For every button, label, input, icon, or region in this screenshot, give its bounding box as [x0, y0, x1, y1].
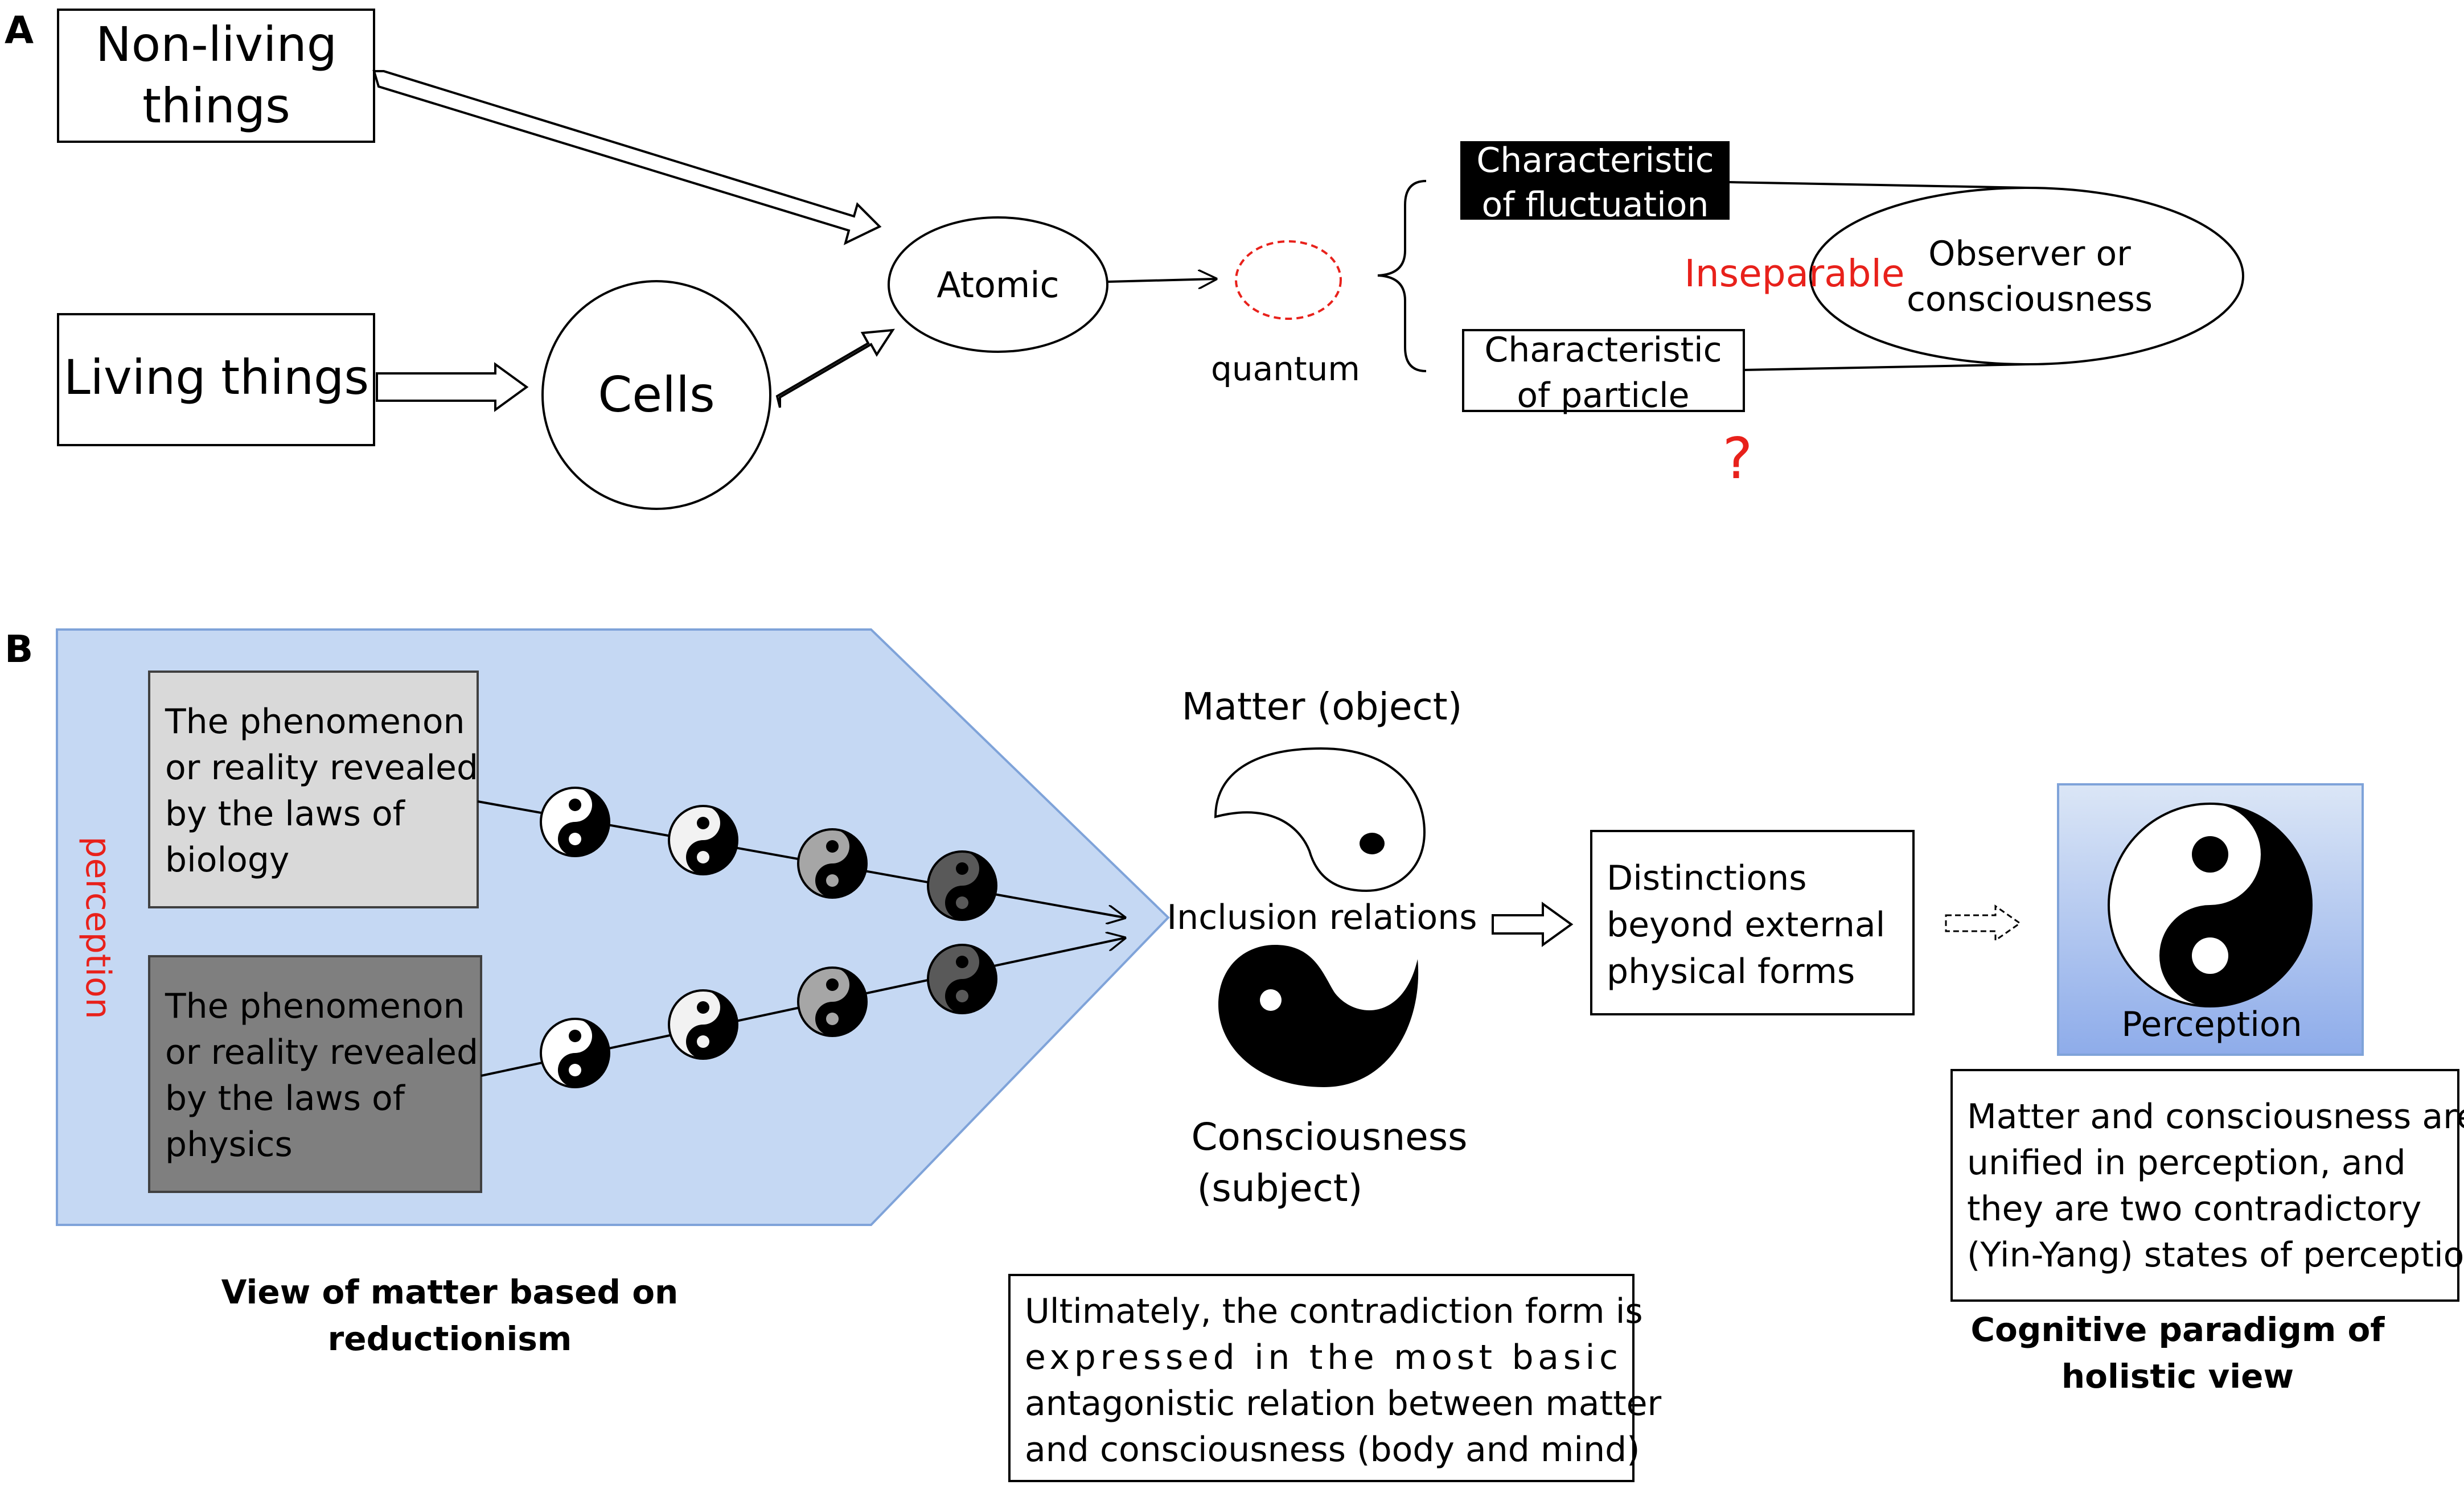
- observer-line1: Observer or: [1928, 234, 2131, 274]
- distinctions-line1: Distinctions: [1607, 858, 1807, 898]
- non-living-things-box: Non-living things: [57, 9, 375, 143]
- atomic-ellipse: Atomic: [888, 216, 1108, 353]
- living-things-box: Living things: [57, 313, 375, 446]
- living-to-cells-arrow: [376, 362, 529, 412]
- physics-line2: or reality revealed: [165, 1033, 478, 1072]
- non-living-to-atomic-arrow: [372, 70, 882, 245]
- unified-line3: they are two contradictory: [1967, 1189, 2421, 1229]
- non-living-line1: Non-living: [96, 17, 337, 72]
- particle-line2: of particle: [1517, 376, 1689, 416]
- perception-vertical-label: perception: [78, 836, 118, 1019]
- fluctuation-box: Characteristic of fluctuation: [1460, 141, 1730, 225]
- contradiction-line2: expressed in the most basic: [1025, 1338, 1618, 1377]
- chain-yinyang-icon: [927, 850, 997, 921]
- living-things-label: Living things: [64, 349, 369, 405]
- biology-line3: by the laws of: [165, 794, 406, 834]
- chain-yinyang-icon: [797, 828, 868, 899]
- fluctuation-line2: of fluctuation: [1482, 185, 1709, 225]
- yin-yang-symbols: [540, 787, 997, 1088]
- observer-ellipse: Observer or consciousness: [1809, 187, 2244, 365]
- consciousness-line2: (subject): [1197, 1166, 1363, 1210]
- consciousness-half-yinyang: [1218, 945, 1419, 1087]
- fluctuation-to-observer-line: [1729, 181, 2030, 189]
- unified-line1: Matter and consciousness are: [1967, 1097, 2464, 1137]
- fluctuation-line1: Characteristic: [1476, 141, 1714, 180]
- observer-line2: consciousness: [1907, 279, 2153, 319]
- physics-line3: by the laws of: [165, 1079, 406, 1118]
- cells-circle: Cells: [541, 280, 771, 510]
- distinctions-box: Distinctions beyond external physical fo…: [1590, 830, 1915, 1015]
- biology-line2: or reality revealed: [165, 748, 478, 788]
- inseparable-label: Inseparable: [1684, 252, 1904, 295]
- panel-b-label: B: [5, 627, 33, 671]
- matter-half-yinyang: [1214, 747, 1426, 892]
- unified-line4: (Yin-Yang) states of perception: [1967, 1235, 2464, 1275]
- chain-yinyang-icon: [797, 966, 868, 1037]
- contradiction-line3: antagonistic relation between matter: [1025, 1384, 1662, 1424]
- contradiction-box: Ultimately, the contradiction form is ex…: [1008, 1274, 1662, 1482]
- unified-line2: unified in perception, and: [1967, 1143, 2406, 1183]
- holistic-caption-line2: holistic view: [2061, 1357, 2294, 1396]
- reductionism-caption-line2: reductionism: [328, 1319, 572, 1358]
- quantum-label: quantum: [1211, 349, 1360, 388]
- particle-to-observer-line: [1743, 363, 2030, 371]
- perception-panel: Perception: [2057, 783, 2364, 1056]
- matter-object-label: Matter (object): [1182, 685, 1463, 729]
- atomic-to-quantum-arrow: [1107, 279, 1215, 282]
- matter-dot: [1360, 833, 1385, 854]
- biology-line4: biology: [165, 840, 289, 880]
- consciousness-line1: Consciousness: [1191, 1115, 1467, 1159]
- particle-line1: Characteristic: [1484, 330, 1722, 370]
- chain-yinyang-icon: [540, 787, 610, 857]
- biology-line1: The phenomenon: [165, 702, 465, 742]
- atomic-label: Atomic: [937, 264, 1059, 306]
- inclusion-relations-label: Inclusion relations: [1167, 898, 1477, 937]
- chain-yinyang-icon: [540, 1018, 610, 1088]
- perception-label: Perception: [2121, 1005, 2302, 1044]
- physics-box: The phenomenon or reality revealed by th…: [148, 955, 482, 1193]
- quantum-dashed-ellipse: [1235, 240, 1342, 320]
- biology-box: The phenomenon or reality revealed by th…: [148, 671, 479, 908]
- contradiction-line4: and consciousness (body and mind): [1025, 1430, 1640, 1470]
- particle-box: Characteristic of particle: [1462, 329, 1745, 416]
- cells-to-atomic-arrow: [775, 328, 895, 408]
- panel-a-label: A: [5, 9, 34, 52]
- chain-yinyang-icon: [668, 989, 738, 1060]
- distinctions-line2: beyond external: [1607, 905, 1885, 945]
- inclusion-to-distinctions-arrow: [1492, 902, 1574, 947]
- chain-yinyang-icon: [927, 944, 997, 1014]
- distinctions-line3: physical forms: [1607, 952, 1855, 992]
- question-mark: ?: [1722, 425, 1752, 492]
- unified-perception-box: Matter and consciousness are unified in …: [1950, 1069, 2464, 1302]
- holistic-caption-line1: Cognitive paradigm of: [1970, 1310, 2385, 1349]
- perception-yinyang-icon: [2108, 803, 2313, 1007]
- reductionism-caption-line1: View of matter based on: [221, 1273, 679, 1311]
- distinctions-to-perception-arrow: [1945, 904, 2022, 942]
- non-living-line2: things: [142, 78, 290, 134]
- consciousness-dot: [1260, 989, 1282, 1011]
- physics-line1: The phenomenon: [165, 986, 465, 1026]
- physics-line4: physics: [165, 1125, 293, 1165]
- quantum-brace: [1377, 180, 1427, 372]
- cells-label: Cells: [598, 367, 715, 423]
- chain-yinyang-icon: [668, 805, 738, 875]
- contradiction-line1: Ultimately, the contradiction form is: [1025, 1291, 1643, 1331]
